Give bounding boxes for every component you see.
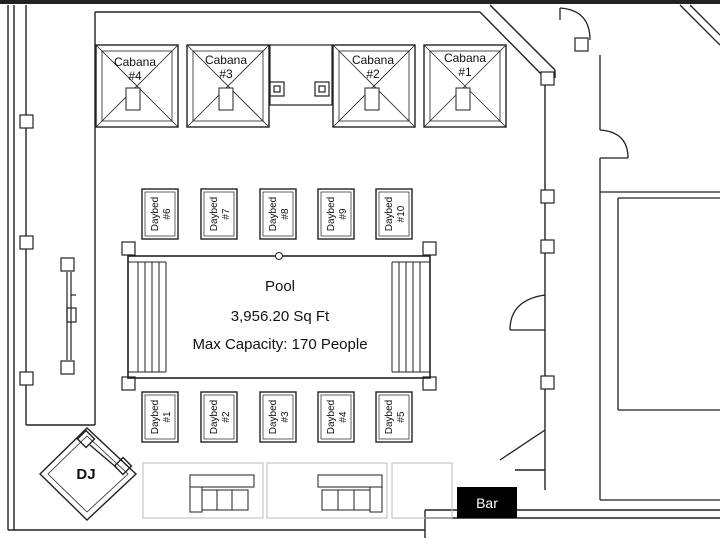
- pool-capacity: Max Capacity: 170 People: [192, 336, 367, 353]
- daybed-6-number: #6: [162, 208, 173, 220]
- daybed-9-number: #9: [338, 208, 349, 220]
- right-rooms: [499, 4, 720, 501]
- bar-block: [457, 487, 517, 518]
- daybed-4: [317, 391, 355, 443]
- cabana-1: Cabana #1: [423, 44, 507, 128]
- cabana-2-label: Cabana: [352, 53, 394, 67]
- daybed-4-label: Daybed: [326, 400, 337, 434]
- daybed-10-number: #10: [396, 205, 407, 222]
- bar: Bar: [457, 487, 517, 518]
- daybed-6-label: Daybed: [150, 197, 161, 231]
- cabana-2: Cabana #2: [332, 44, 416, 128]
- lounge-sofa-left: [189, 474, 255, 513]
- daybeds-top-labels: Daybed #6 Daybed #7 Daybed #8 Daybed #9 …: [150, 197, 407, 231]
- daybed-1-label: Daybed: [150, 400, 161, 434]
- daybed-5: [375, 391, 413, 443]
- pillars: [19, 37, 589, 391]
- daybed-10: [375, 188, 413, 240]
- daybeds-bottom: [141, 391, 413, 443]
- daybed-1: [141, 391, 179, 443]
- daybed-1-number: #1: [162, 411, 173, 423]
- cabana-3: Cabana #3: [186, 44, 270, 128]
- pool-area: 3,956.20 Sq Ft: [231, 308, 330, 325]
- lounge-sofa-right: [317, 474, 383, 513]
- daybeds-top: [141, 188, 413, 240]
- daybed-2-label: Daybed: [209, 400, 220, 434]
- daybed-7-label: Daybed: [209, 197, 220, 231]
- daybed-8: [259, 188, 297, 240]
- daybed-5-label: Daybed: [384, 400, 395, 434]
- cabana-3-label: Cabana: [205, 53, 247, 67]
- pool-steps-right: [391, 261, 430, 373]
- daybeds-bottom-labels: Daybed #1 Daybed #2 Daybed #3 Daybed #4 …: [150, 400, 407, 434]
- daybed-6: [141, 188, 179, 240]
- pool-steps-left: [128, 261, 167, 373]
- cabana-4-box: [95, 44, 179, 128]
- daybed-3-number: #3: [280, 411, 291, 423]
- daybed-3-label: Daybed: [268, 400, 279, 434]
- cabana-4: Cabana #4: [95, 44, 179, 128]
- daybed-4-number: #4: [338, 411, 349, 423]
- outer-walls: [7, 4, 720, 538]
- daybed-2: [200, 391, 238, 443]
- daybed-8-number: #8: [280, 208, 291, 220]
- cabana-1-label: Cabana: [444, 51, 486, 65]
- cabana-3-number: #3: [219, 67, 233, 81]
- daybed-9-label: Daybed: [326, 197, 337, 231]
- lounge-area: [142, 462, 453, 519]
- bar-label: Bar: [476, 495, 498, 511]
- cabana-4-label: Cabana: [114, 55, 156, 69]
- daybed-2-number: #2: [221, 411, 232, 423]
- pool-title: Pool: [265, 278, 295, 295]
- left-fixture: [66, 272, 77, 360]
- cabana-1-number: #1: [458, 65, 472, 79]
- dj-label: DJ: [76, 466, 95, 483]
- daybed-5-number: #5: [396, 411, 407, 423]
- service-area: [269, 44, 333, 106]
- daybed-7-number: #7: [221, 208, 232, 220]
- cabana-2-number: #2: [366, 67, 380, 81]
- pool: Pool 3,956.20 Sq Ft Max Capacity: 170 Pe…: [127, 252, 431, 379]
- cabana-4-number: #4: [128, 69, 142, 83]
- daybed-10-label: Daybed: [384, 197, 395, 231]
- daybed-7: [200, 188, 238, 240]
- daybed-9: [317, 188, 355, 240]
- dj-booth: [38, 427, 138, 521]
- top-border: [0, 0, 720, 4]
- daybed-3: [259, 391, 297, 443]
- daybed-8-label: Daybed: [268, 197, 279, 231]
